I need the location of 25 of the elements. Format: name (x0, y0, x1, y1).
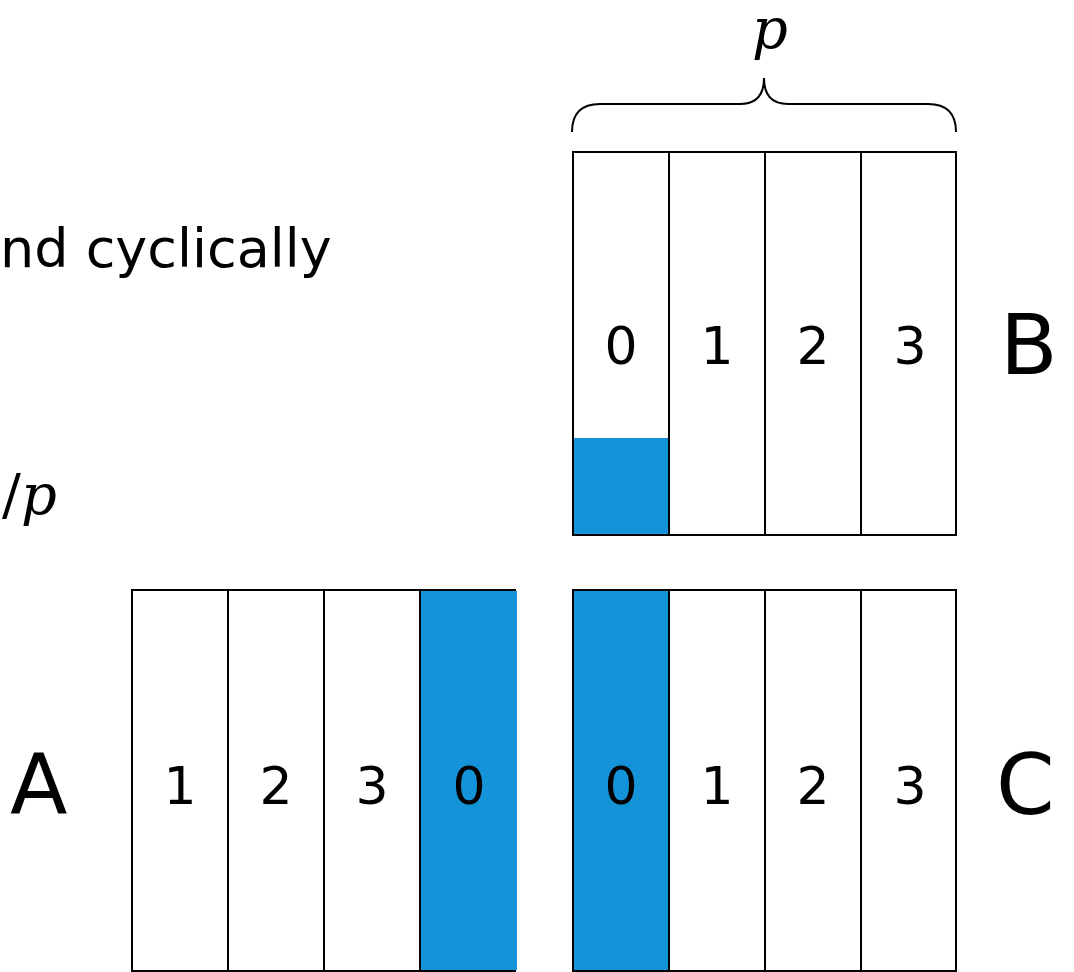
column-index: 0 (451, 756, 487, 816)
matrix-box (572, 151, 957, 536)
column-index: 3 (892, 316, 928, 376)
matrix-column (421, 591, 517, 970)
column-index: 1 (700, 756, 734, 816)
fraction-text: /p (2, 461, 57, 529)
column-index: 2 (796, 316, 830, 376)
column-index: 2 (259, 756, 293, 816)
column-index: 0 (604, 316, 638, 376)
brace-label: p (752, 0, 788, 63)
column-index: 3 (892, 756, 928, 816)
column-index: 1 (700, 316, 734, 376)
filled-block (574, 438, 668, 534)
matrix-column (574, 153, 670, 534)
column-index: 0 (604, 756, 638, 816)
note-text: nd cyclically (0, 216, 332, 282)
matrix-box (572, 589, 957, 972)
column-index: 2 (796, 756, 830, 816)
matrix-label: C (996, 740, 1055, 830)
matrix-label: A (10, 740, 68, 830)
matrix-box (131, 589, 516, 972)
column-index: 3 (355, 756, 389, 816)
matrix-label: B (1000, 300, 1058, 390)
matrix-column (574, 591, 670, 970)
column-index: 1 (163, 756, 197, 816)
